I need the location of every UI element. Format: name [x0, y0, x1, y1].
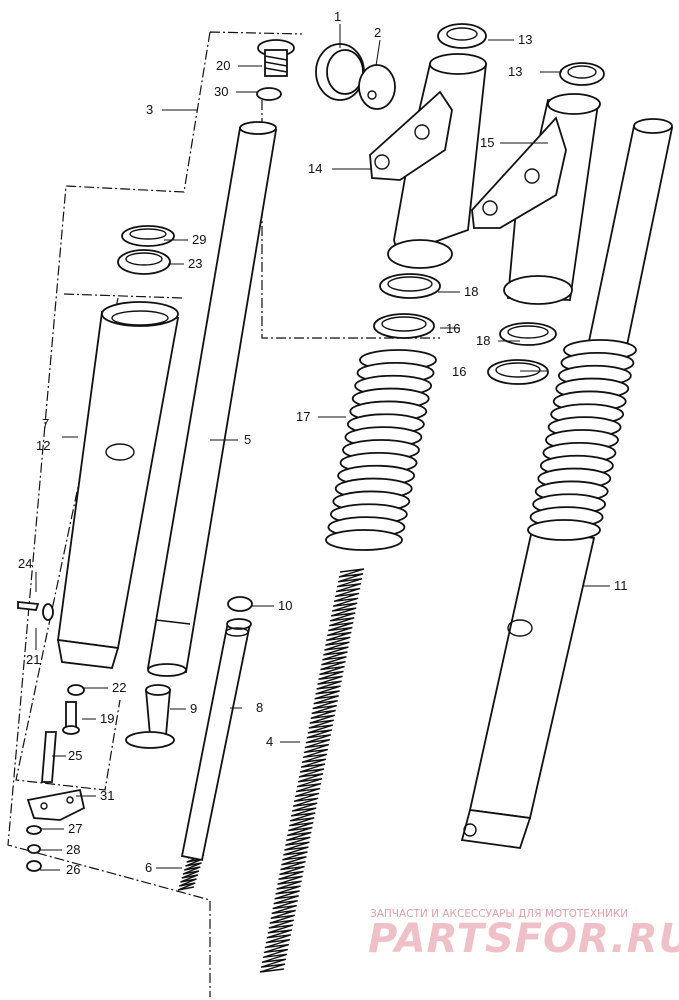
- callout-15: 15: [480, 135, 494, 150]
- callout-30: 30: [214, 84, 228, 99]
- callout-21: 21: [26, 652, 40, 667]
- callout-18b: 18: [476, 333, 490, 348]
- part-7-12-slider: [56, 301, 180, 669]
- part-5-fork-tube: [146, 121, 278, 677]
- part-24-screw: [17, 601, 40, 611]
- callout-8: 8: [256, 700, 263, 715]
- part-20-bolt: [257, 39, 295, 77]
- callout-6: 6: [145, 860, 152, 875]
- callout-18a: 18: [464, 284, 478, 299]
- callout-24: 24: [18, 556, 32, 571]
- part-13-nut-lower: [559, 62, 605, 86]
- part-9-oil-lock-piece: [125, 684, 175, 749]
- callout-26: 26: [66, 862, 80, 877]
- leader-lines: [35, 24, 610, 871]
- part-31-axle-holder: [26, 788, 86, 821]
- part-14-fork-bracket: [369, 53, 488, 269]
- callout-3: 3: [146, 102, 153, 117]
- part-21-washer: [42, 603, 54, 621]
- watermark-tagline: ЗАПЧАСТИ И АКСЕССУАРЫ ДЛЯ МОТОТЕХНИКИ: [370, 908, 628, 920]
- part-26-nut: [26, 860, 42, 872]
- part-10-piston-ring: [227, 596, 253, 612]
- part-29-seal: [121, 225, 175, 247]
- watermark: ЗАПЧАСТИ И АКСЕССУАРЫ ДЛЯ МОТОТЕХНИКИ PA…: [368, 908, 679, 962]
- part-27-washer: [26, 825, 42, 835]
- callout-11: 11: [614, 578, 628, 593]
- callout-10: 10: [278, 598, 292, 613]
- callout-7: 7: [42, 416, 49, 431]
- part-28-washer: [27, 844, 41, 854]
- part-17-dust-boot: [325, 349, 437, 551]
- callout-1: 1: [334, 9, 341, 24]
- callout-4: 4: [266, 734, 273, 749]
- callout-17: 17: [296, 409, 310, 424]
- part-16-ring-right: [487, 359, 549, 385]
- dust-boot-fold: [527, 519, 601, 541]
- callout-28: 28: [66, 842, 80, 857]
- part-8-damper-rod: [180, 618, 252, 862]
- callout-16a: 16: [446, 321, 460, 336]
- callout-12: 12: [36, 438, 50, 453]
- callout-5: 5: [244, 432, 251, 447]
- part-13-nut-upper: [437, 23, 487, 49]
- callout-14: 14: [308, 161, 322, 176]
- part-18-ring-left: [379, 273, 441, 299]
- part-11-dust-boot: [527, 339, 637, 541]
- callout-20: 20: [216, 58, 230, 73]
- part-16-ring-left: [373, 313, 435, 339]
- callout-2: 2: [374, 25, 381, 40]
- callout-13a: 13: [518, 32, 532, 47]
- callout-13b: 13: [508, 64, 522, 79]
- callout-23: 23: [188, 256, 202, 271]
- callout-27: 27: [68, 821, 82, 836]
- part-19-bolt: [62, 701, 80, 735]
- callout-29: 29: [192, 232, 206, 247]
- part-4-fork-spring: [259, 568, 365, 973]
- callout-25: 25: [68, 748, 82, 763]
- callout-22: 22: [112, 680, 126, 695]
- watermark-logo: PARTSFOR.RU: [368, 916, 679, 962]
- callouts: 1 2 3 4 5 6 7 12 8 9 10 11 13 13 14 15 1…: [18, 9, 628, 877]
- part-1-cap: [315, 43, 365, 101]
- part-25-axle-pin: [41, 731, 57, 783]
- fork-spring-coil: [259, 568, 365, 973]
- part-23-seal: [117, 249, 171, 275]
- part-30-washer: [256, 87, 282, 101]
- callout-31: 31: [100, 788, 114, 803]
- callout-16b: 16: [452, 364, 466, 379]
- assembly-outline: [7, 31, 440, 997]
- callout-9: 9: [190, 701, 197, 716]
- callout-19: 19: [100, 711, 114, 726]
- part-15-fork-bracket: [471, 93, 601, 305]
- part-18-ring-right: [499, 322, 557, 346]
- dust-boot-fold: [325, 529, 403, 551]
- part-11-fork-assembly: [460, 118, 674, 849]
- part-22-washer: [67, 684, 85, 696]
- part-2-cap: [358, 64, 396, 110]
